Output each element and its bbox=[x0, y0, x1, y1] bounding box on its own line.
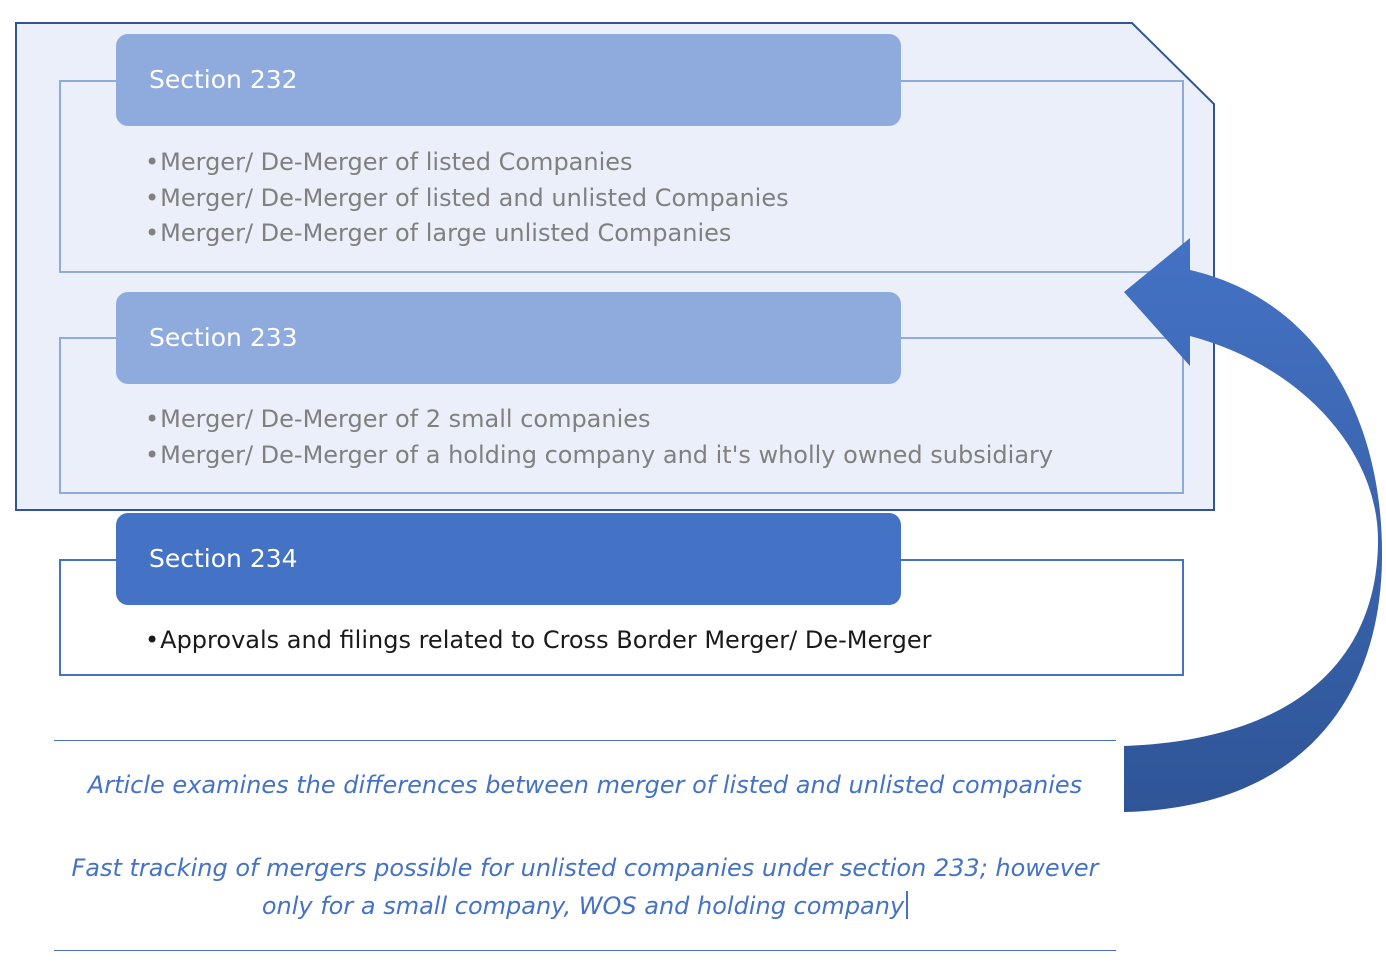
bullet-icon: • bbox=[145, 183, 160, 212]
section-232-title: Section 232 bbox=[149, 65, 298, 94]
bullet-icon: • bbox=[145, 440, 160, 469]
note-line-1: Article examines the differences between… bbox=[87, 771, 1083, 799]
list-item: •Merger/ De-Merger of 2 small companies bbox=[145, 405, 651, 433]
list-item: •Merger/ De-Merger of listed and unliste… bbox=[145, 183, 789, 212]
section-234-bullets: •Approvals and filings related to Cross … bbox=[145, 623, 932, 659]
bullet-icon: • bbox=[145, 405, 160, 433]
section-232-header: Section 232 bbox=[116, 34, 901, 126]
bullet-icon: • bbox=[145, 219, 160, 247]
text-cursor-icon bbox=[906, 891, 909, 919]
bullet-icon: • bbox=[145, 626, 160, 654]
bottom-divider bbox=[54, 950, 1116, 951]
note-line-2: Fast tracking of mergers possible for un… bbox=[71, 854, 1099, 920]
list-item: •Merger/ De-Merger of listed Companies bbox=[145, 148, 633, 176]
list-item: •Approvals and filings related to Cross … bbox=[145, 626, 932, 654]
section-232-bullets: •Merger/ De-Merger of listed Companies •… bbox=[145, 145, 789, 252]
section-234-title: Section 234 bbox=[149, 544, 298, 573]
section-233-title: Section 233 bbox=[149, 323, 298, 352]
top-divider bbox=[54, 740, 1116, 741]
section-234-header: Section 234 bbox=[116, 513, 901, 605]
bullet-icon: • bbox=[145, 148, 160, 176]
list-item: •Merger/ De-Merger of large unlisted Com… bbox=[145, 219, 732, 247]
list-item: •Merger/ De-Merger of a holding company … bbox=[145, 440, 1054, 469]
section-233-header: Section 233 bbox=[116, 292, 901, 384]
section-233-bullets: •Merger/ De-Merger of 2 small companies … bbox=[145, 402, 1053, 473]
curved-arrow-shape bbox=[1124, 238, 1383, 812]
